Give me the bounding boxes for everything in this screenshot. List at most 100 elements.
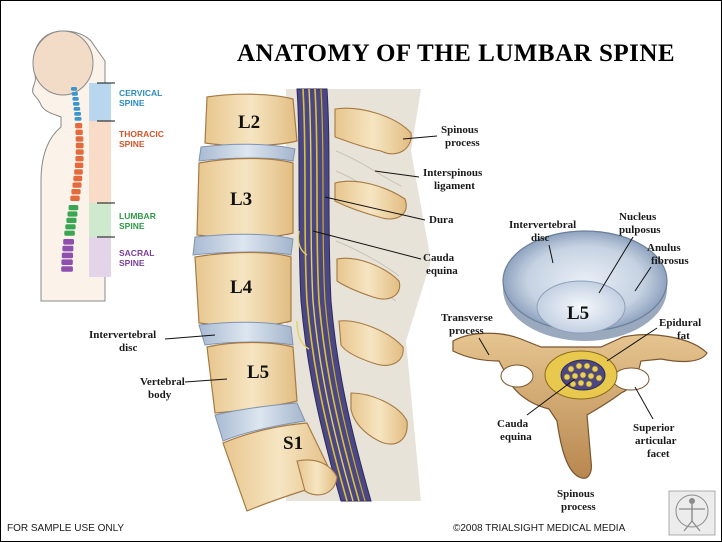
nerve-root-dot [575,362,583,370]
page-title: ANATOMY OF THE LUMBAR SPINE [237,40,675,67]
mini-vertebra [74,162,84,168]
mini-vertebra [75,129,83,135]
region-labels: CERVICAL SPINE THORACIC SPINE LUMBAR SPI… [97,82,164,268]
mini-vertebra [75,123,83,129]
spinous-process-l2 [334,107,412,155]
mini-vertebra [71,92,78,96]
disc-l4-l5 [198,321,294,346]
sagittal-labels: Spinous process Interspinous ligament Du… [89,124,483,401]
mini-spine [61,87,84,272]
region-label-cervical: CERVICAL [119,88,162,98]
mini-vertebra [65,224,76,230]
label-transverse-2: process [449,325,484,337]
nerve-root-dot [571,372,579,380]
label-intervertebral-disc-2: disc [119,342,137,354]
mini-vertebra [75,156,84,162]
label-spinous-process-1: Spinous [441,124,479,136]
footer-copyright: ©2008 TRIALSIGHT MEDICAL MEDIA [453,523,626,534]
label-anulus-2: fibrosus [651,255,689,267]
mini-vertebra [73,175,83,182]
label-cauda-equina-2: equina [426,265,458,277]
label-facet-1: Superior [633,422,675,434]
mini-vertebra [61,266,73,272]
label-nucleus-2: pulposus [619,224,661,236]
nerve-root-dot [567,365,575,373]
spinous-process-l4 [336,257,401,300]
nerve-root-dot [577,379,585,387]
label-interspinous-1: Interspinous [423,167,483,179]
mini-vertebra [61,259,73,265]
vertebra-label-l2: L2 [238,112,260,133]
mini-vertebra [72,182,82,188]
axial-vertebra-label: L5 [567,303,589,324]
nerve-root-dot [595,374,603,382]
label-transverse-1: Transverse [441,312,493,324]
mini-vertebra [67,211,78,217]
mini-vertebra [74,117,82,121]
region-label-thoracic: THORACIC [119,129,164,139]
mini-vertebra [66,217,77,223]
disc-l5-s1 [214,402,306,442]
mini-vertebra [75,136,84,142]
region-label-sacral: SACRAL [119,248,154,258]
nerve-root-dot [591,365,599,373]
mini-vertebra [74,169,83,175]
spinous-process-l5 [338,320,404,366]
mini-vertebra [72,97,79,101]
disc-l3-l4 [192,233,294,256]
label-axial-cauda-2: equina [500,431,532,443]
region-sub-cervical: SPINE [119,98,145,108]
label-facet-2: articular [635,435,677,447]
axial-vertebra: L5 [452,230,708,479]
mini-vertebra [62,245,74,252]
nerve-root-dot [579,371,587,379]
mini-vertebra [64,230,75,236]
label-spinous-process-2: process [445,137,480,149]
mini-vertebra [71,87,77,91]
label-axial-disc-2: disc [531,232,549,244]
label-epidural-2: fat [677,330,690,342]
mini-vertebra [70,195,80,201]
sacral-crest [350,392,408,445]
vertebra-label-l3: L3 [230,189,252,210]
label-nucleus-1: Nucleus [619,211,657,223]
label-axial-spinous-1: Spinous [557,488,595,500]
trialsight-logo [668,490,716,536]
label-vertebral-body-1: Vertebral [140,376,185,388]
region-bands [89,83,111,277]
label-axial-disc-1: Intervertebral [509,219,576,231]
mini-vertebra [73,107,81,111]
vertebra-label-s1: S1 [283,433,303,454]
facet-left [500,364,534,388]
sagittal-spine: L2 L3 L4 L5 S1 [192,88,431,512]
superior-articular-facet-shape [612,367,650,391]
mini-vertebra [71,189,81,195]
label-cauda-equina-1: Cauda [423,252,455,264]
region-label-lumbar: LUMBAR [119,211,156,221]
label-axial-spinous-2: process [561,501,596,513]
footer-sample-notice: FOR SAMPLE USE ONLY [7,523,124,534]
vertebra-label-l5: L5 [247,362,269,383]
nerve-root-dot [587,372,595,380]
region-sub-thoracic: SPINE [119,139,145,149]
label-anulus-1: Anulus [647,242,681,254]
nucleus-pulposus-shape [536,280,626,334]
spinous-process-l3 [334,180,407,220]
nerve-root-dot [563,373,571,381]
mini-vertebra [63,239,74,245]
mini-vertebra [75,149,84,155]
label-axial-cauda-1: Cauda [497,418,529,430]
mini-vertebra [61,252,73,259]
vertebra-label-l4: L4 [230,277,253,298]
nerve-root-dot [583,362,591,370]
mini-vertebra [68,205,79,211]
nerve-root-dot [585,380,593,388]
label-vertebral-body-2: body [148,389,172,401]
label-epidural-1: Epidural [659,317,701,329]
disc-l2-l3 [198,143,296,162]
mini-vertebra [73,102,80,106]
mini-vertebra [75,142,84,149]
axial-labels: Intervertebral disc Nucleus pulposus Anu… [441,211,701,513]
